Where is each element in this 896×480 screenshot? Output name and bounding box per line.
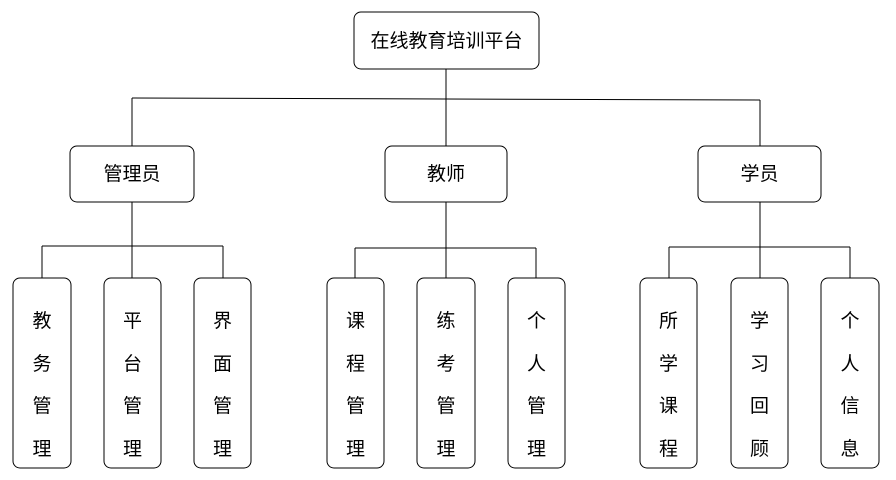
- module-node: 练考管理: [416, 277, 476, 469]
- module-label-char: 程: [659, 438, 678, 460]
- module-node: 平台管理: [103, 277, 162, 469]
- module-node-label: 课程管理: [346, 310, 365, 460]
- module-label-char: 理: [436, 438, 455, 460]
- module-label-char: 管: [527, 395, 546, 417]
- role-node-teacher-box: [384, 145, 508, 203]
- role-node-admin-label: 管理员: [103, 163, 160, 185]
- module-node-box: [730, 277, 789, 469]
- module-node-label: 个人管理: [527, 310, 546, 460]
- module-label-char: 理: [123, 438, 142, 460]
- module-label-char: 人: [527, 353, 546, 375]
- module-node: 所学课程: [639, 277, 698, 469]
- module-label-char: 学: [659, 353, 678, 375]
- module-label-char: 平: [123, 310, 142, 332]
- module-label-char: 管: [436, 395, 455, 417]
- module-label-char: 理: [346, 438, 365, 460]
- module-label-char: 管: [213, 395, 232, 417]
- role-node-teacher: 教师: [384, 145, 508, 203]
- module-label-char: 所: [659, 310, 678, 332]
- role-node-admin-box: [69, 145, 195, 203]
- module-label-char: 个: [527, 310, 546, 332]
- module-node-label: 教务管理: [32, 310, 51, 460]
- role-node-student: 学员: [697, 145, 822, 203]
- module-label-char: 理: [527, 438, 546, 460]
- module-label-char: 界: [213, 310, 232, 332]
- module-label-char: 习: [750, 353, 769, 375]
- module-label-char: 管: [123, 395, 142, 417]
- module-node-box: [639, 277, 698, 469]
- connector-lines: [41, 69, 851, 278]
- role-node-student-box: [697, 145, 822, 203]
- module-label-char: 理: [213, 438, 232, 460]
- module-node-label: 平台管理: [123, 310, 142, 460]
- module-label-char: 台: [123, 353, 142, 375]
- module-node-box: [12, 277, 72, 469]
- module-node: 学习回顾: [730, 277, 789, 469]
- module-node-box: [103, 277, 162, 469]
- module-label-char: 管: [32, 395, 51, 417]
- module-node: 个人管理: [507, 277, 566, 469]
- module-label-char: 息: [840, 438, 859, 460]
- module-label-char: 理: [32, 438, 51, 460]
- root-node-label: 在线教育培训平台: [370, 30, 522, 52]
- module-label-char: 程: [346, 353, 365, 375]
- module-node: 课程管理: [326, 277, 385, 469]
- module-node: 个人信息: [820, 277, 880, 469]
- root-node-box: [353, 11, 540, 70]
- module-node: 界面管理: [193, 277, 252, 469]
- module-label-char: 回: [750, 395, 769, 417]
- module-node-label: 练考管理: [436, 310, 455, 460]
- module-nodes: 教务管理 平台管理 界面管理 课程管理 练考管理 个人管理 所学课程 学习: [12, 277, 880, 469]
- module-node-label: 界面管理: [213, 310, 232, 460]
- module-label-char: 顾: [750, 438, 769, 460]
- role-node-student-label: 学员: [740, 163, 778, 185]
- module-node-label: 学习回顾: [750, 310, 769, 460]
- module-label-char: 课: [346, 310, 365, 332]
- module-node-box: [193, 277, 252, 469]
- module-label-char: 管: [346, 395, 365, 417]
- module-label-char: 学: [750, 310, 769, 332]
- module-label-char: 课: [659, 395, 678, 417]
- root-node: 在线教育培训平台: [353, 11, 540, 70]
- module-label-char: 教: [32, 310, 51, 332]
- module-node-label: 所学课程: [659, 310, 678, 460]
- module-label-char: 练: [436, 310, 455, 332]
- module-node-label: 个人信息: [840, 310, 859, 460]
- module-node-box: [820, 277, 880, 469]
- module-label-char: 面: [213, 353, 232, 375]
- role-node-teacher-label: 教师: [427, 163, 465, 185]
- module-label-char: 务: [32, 353, 51, 375]
- module-node-box: [326, 277, 385, 469]
- module-label-char: 考: [436, 353, 455, 375]
- module-node-box: [507, 277, 566, 469]
- module-label-char: 个: [840, 310, 859, 332]
- module-label-char: 人: [840, 353, 859, 375]
- module-label-char: 信: [840, 395, 859, 417]
- module-node-box: [416, 277, 476, 469]
- module-node: 教务管理: [12, 277, 72, 469]
- role-node-admin: 管理员: [69, 145, 195, 203]
